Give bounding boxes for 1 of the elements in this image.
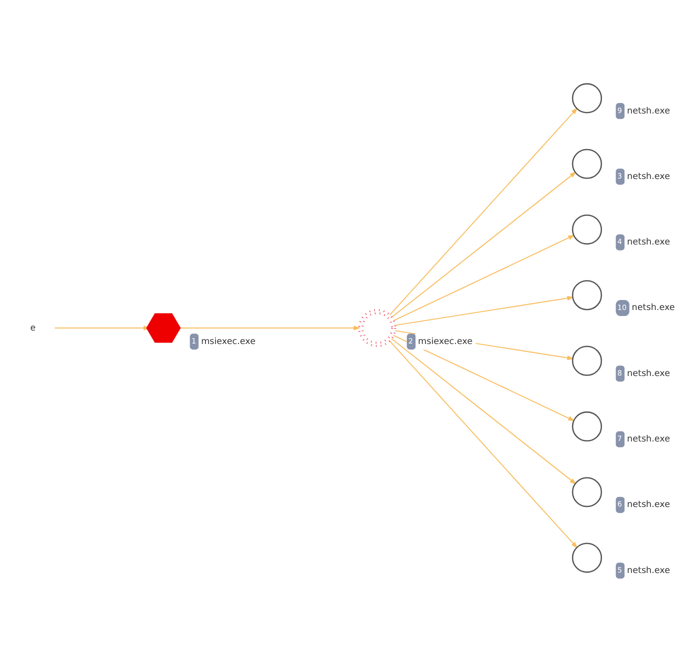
node-text: e — [30, 323, 36, 334]
